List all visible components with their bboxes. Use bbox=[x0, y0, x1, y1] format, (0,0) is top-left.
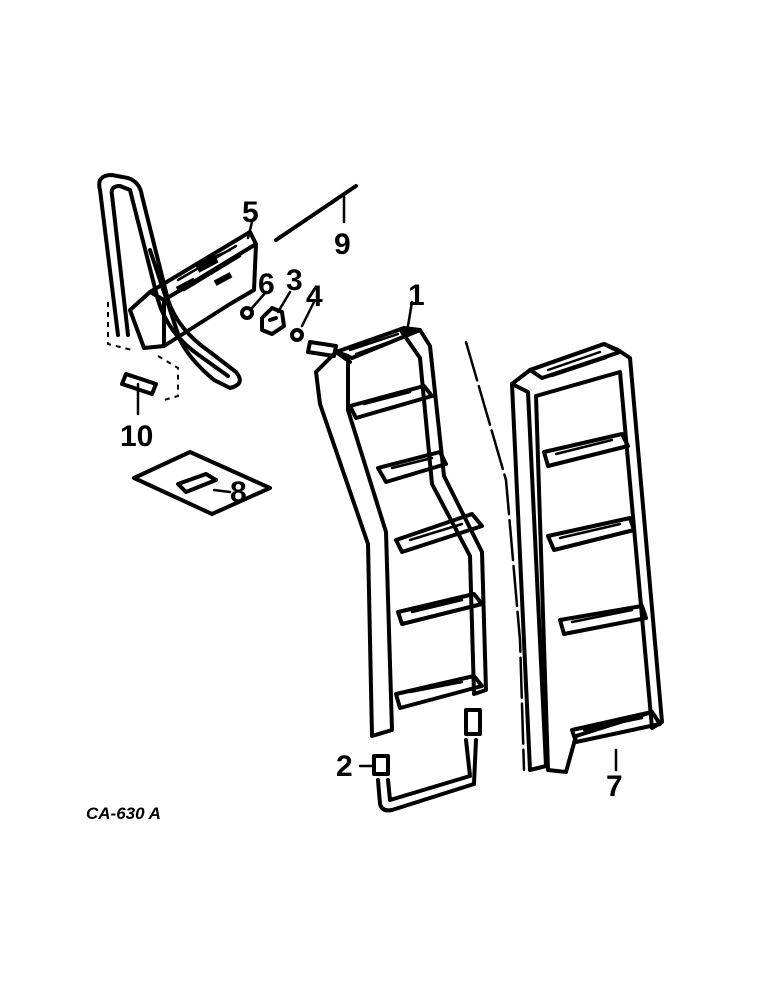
callout-10: 10 bbox=[120, 420, 153, 453]
bolt-part bbox=[120, 372, 158, 396]
figure-code: CA-630 A bbox=[86, 804, 161, 823]
plate-part bbox=[132, 450, 272, 516]
clip-part bbox=[260, 306, 286, 336]
callout-7: 7 bbox=[606, 770, 623, 803]
callout-3: 3 bbox=[286, 264, 303, 297]
bracket-handrail-part bbox=[97, 173, 258, 401]
ladder-alt-part bbox=[510, 342, 664, 774]
divider-line bbox=[464, 340, 526, 772]
rod-part bbox=[274, 184, 358, 242]
callout-1: 1 bbox=[408, 279, 425, 312]
leader-lines bbox=[136, 192, 618, 772]
callout-2: 2 bbox=[336, 750, 353, 783]
callout-5: 5 bbox=[242, 196, 259, 229]
callout-4: 4 bbox=[306, 280, 323, 313]
callout-8: 8 bbox=[230, 476, 247, 509]
washer-part bbox=[290, 328, 304, 342]
ladder-part bbox=[314, 326, 488, 738]
nut-part bbox=[240, 306, 254, 320]
callout-6: 6 bbox=[258, 268, 275, 301]
callout-9: 9 bbox=[334, 228, 351, 261]
